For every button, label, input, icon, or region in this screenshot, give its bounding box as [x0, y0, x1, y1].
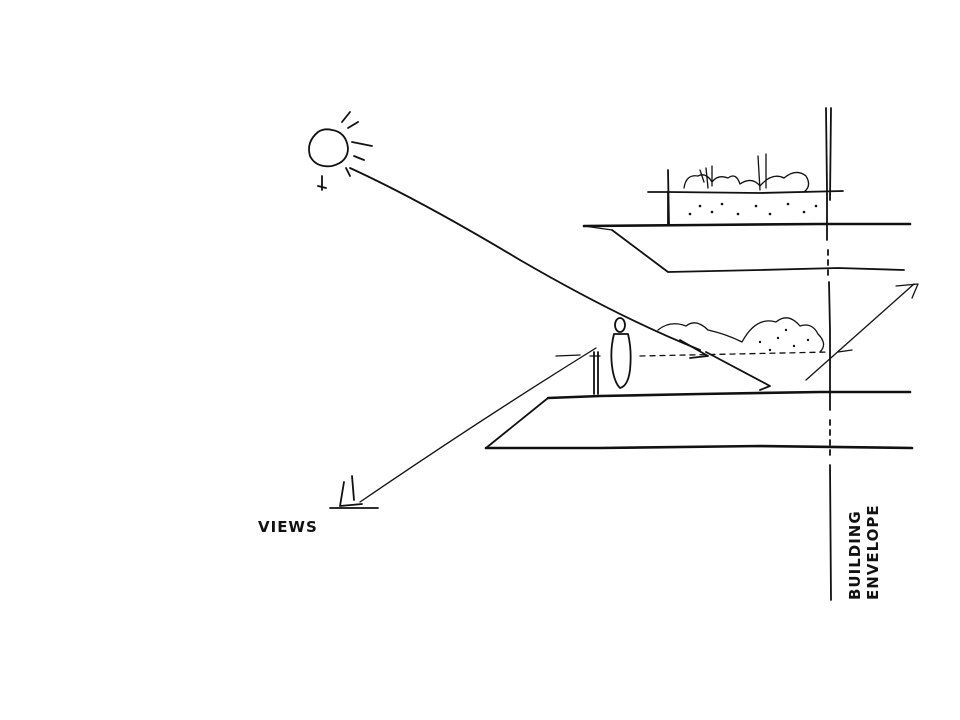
- envelope-label: ENVELOPE: [864, 504, 882, 600]
- lower-slab: [484, 390, 914, 450]
- building-label: BUILDING: [846, 510, 864, 600]
- views-line: [329, 347, 597, 509]
- views-label: VIEWS: [258, 518, 318, 536]
- upper-terrace-slab: [582, 169, 912, 273]
- sun-icon: [308, 111, 373, 191]
- person-figure: [593, 317, 632, 395]
- envelope-label-group: BUILDING ENVELOPE: [846, 504, 882, 600]
- view-arrow-upper: [805, 283, 919, 381]
- middle-vegetation: [657, 317, 825, 353]
- sun-ray: [349, 167, 709, 359]
- building-envelope-line: [825, 107, 832, 601]
- upper-vegetation: [683, 153, 818, 216]
